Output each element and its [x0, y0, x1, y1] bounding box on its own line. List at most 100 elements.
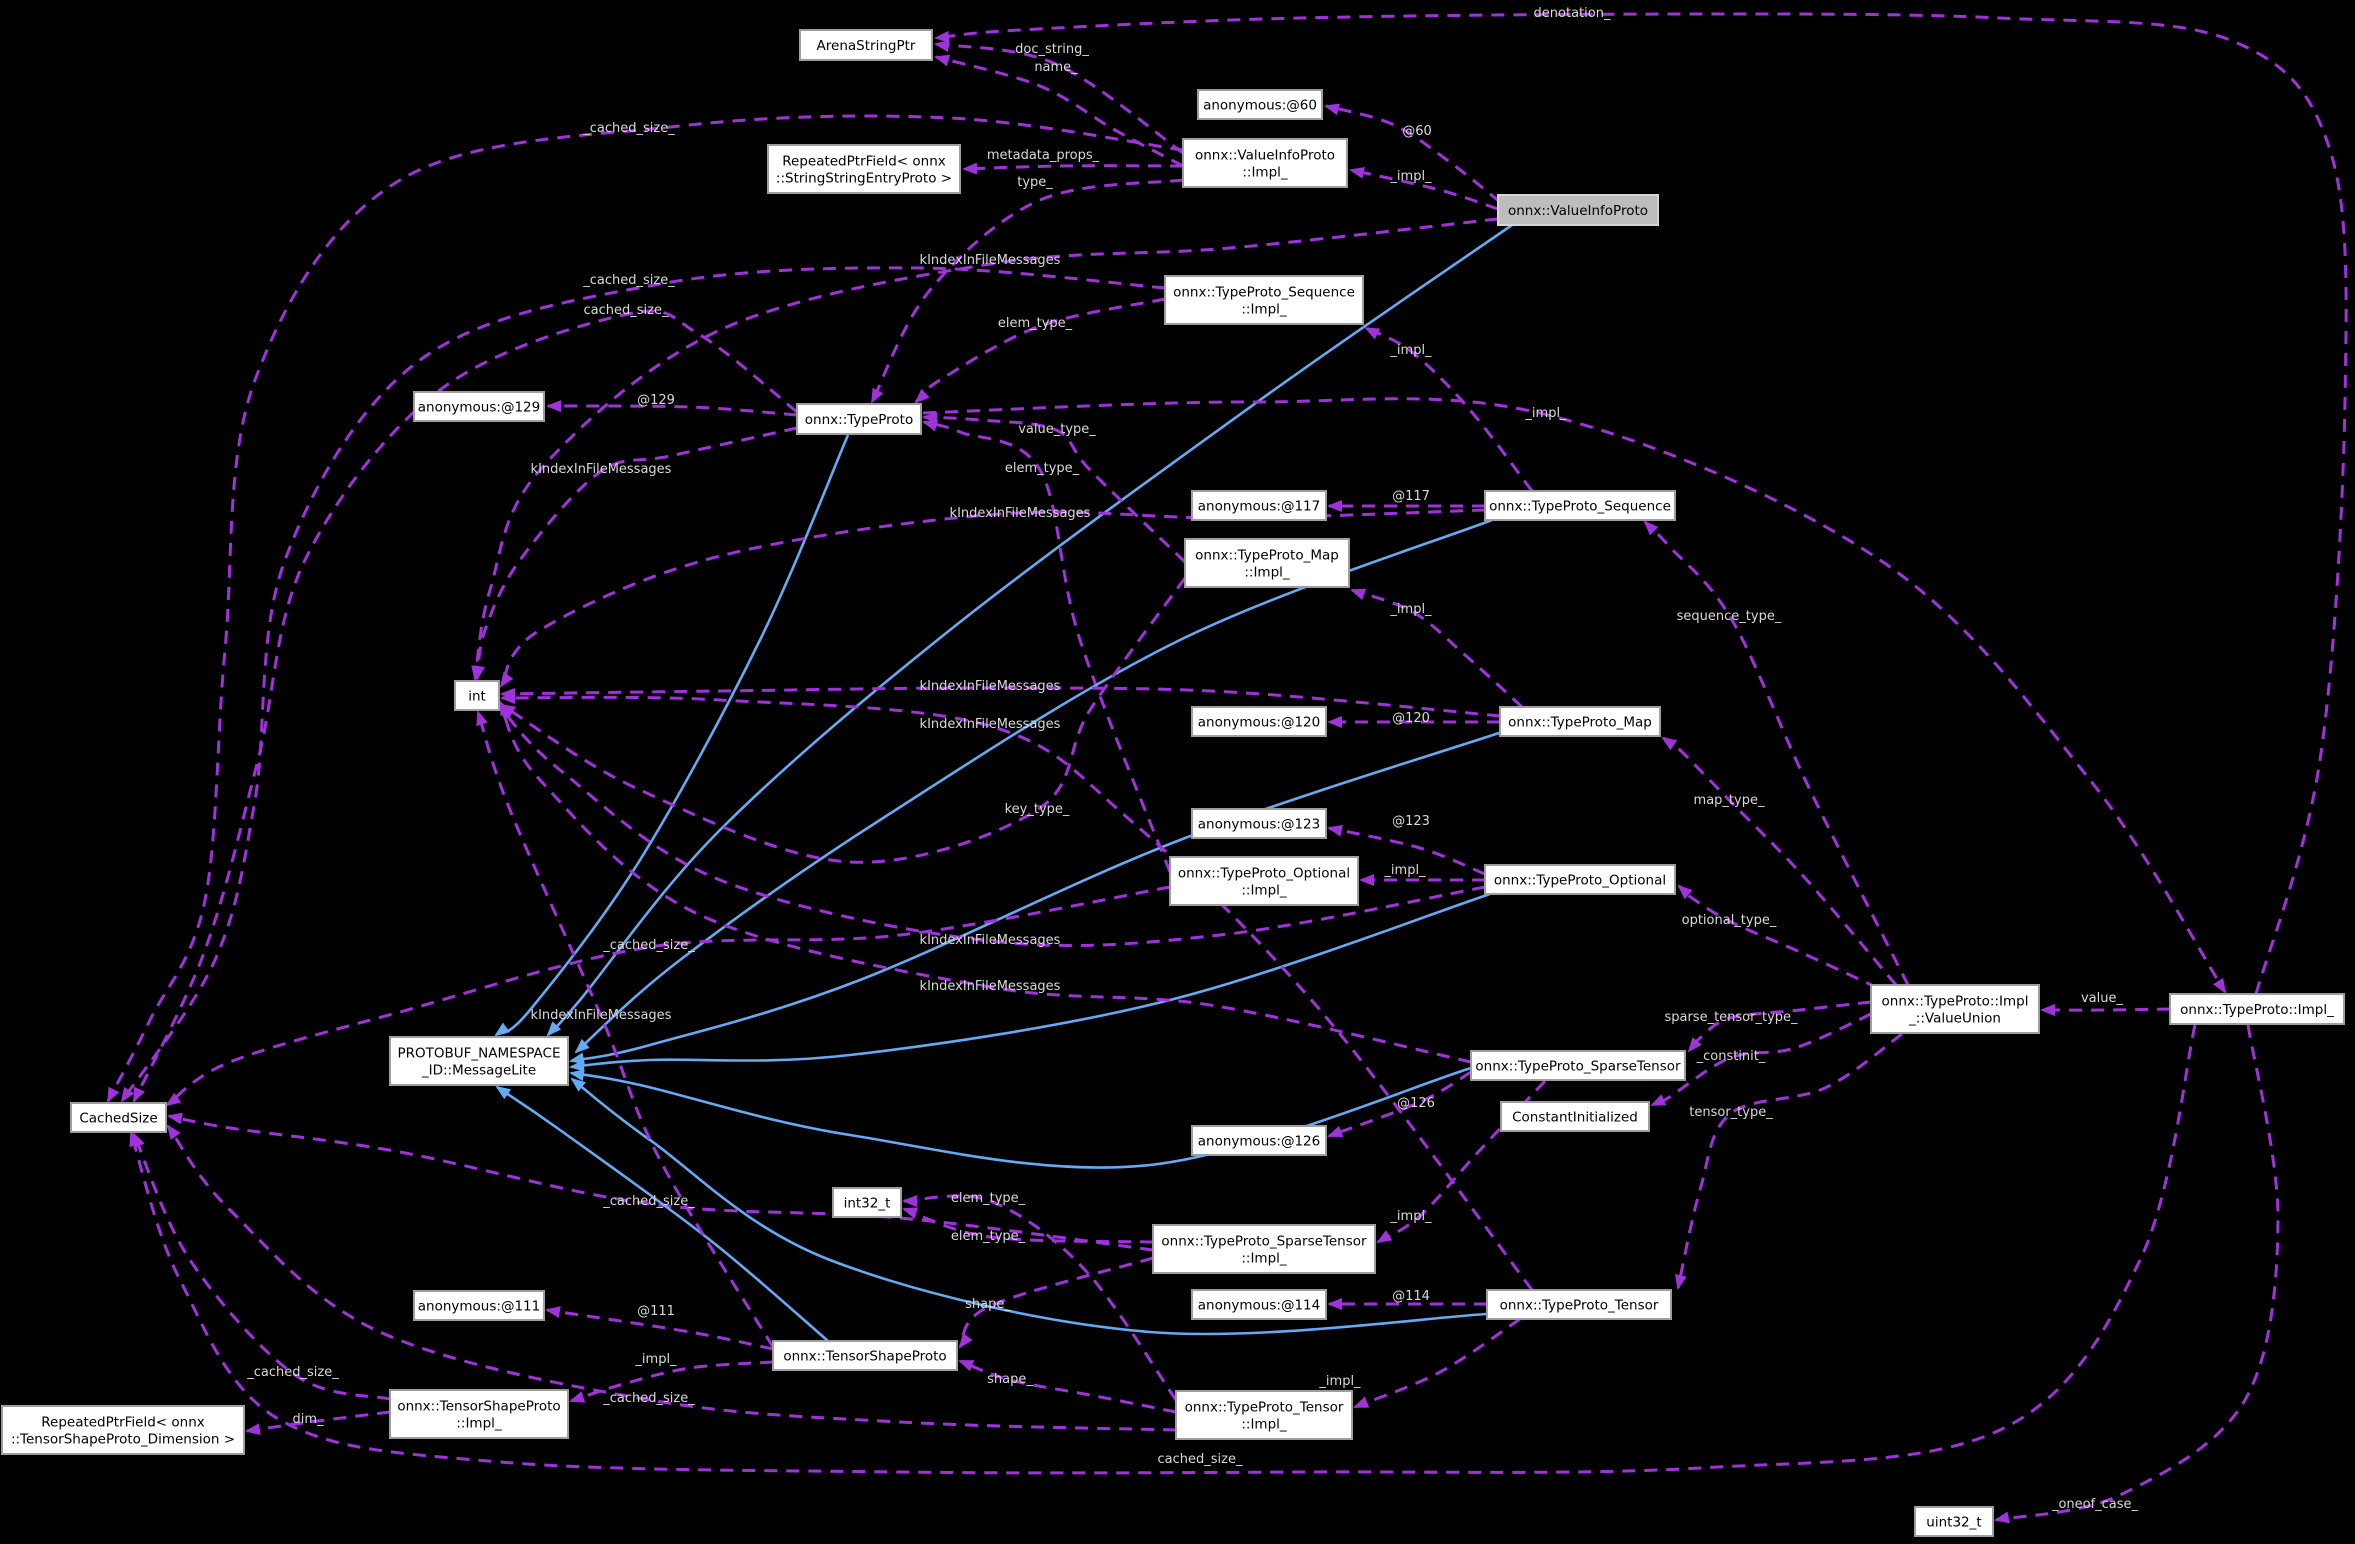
usage-edge-tsp-a111 — [545, 1306, 774, 1351]
node-box[interactable] — [767, 144, 961, 194]
node-box[interactable] — [772, 1340, 958, 1371]
usage-edge-spt_impl-i32 — [902, 1207, 1154, 1244]
usage-edge-typeproto-int — [473, 426, 798, 681]
node-box[interactable] — [1191, 490, 1327, 521]
usage-edge-tensor_impl-cs — [166, 1124, 1177, 1432]
edge-label: metadata_props_ — [987, 148, 1100, 163]
node-box[interactable] — [1191, 1125, 1327, 1156]
graph-node-opt_impl[interactable]: onnx::TypeProto_Optional::Impl_ — [1169, 856, 1359, 906]
node-box[interactable] — [1191, 1289, 1327, 1320]
graph-node-a129[interactable]: anonymous:@129 — [413, 391, 545, 422]
graph-node-i32[interactable]: int32_t — [832, 1187, 902, 1218]
node-box[interactable] — [1914, 1506, 1994, 1537]
edge-label: value_type_ — [1018, 422, 1096, 437]
graph-node-vu[interactable]: onnx::TypeProto::Impl_::ValueUnion — [1870, 984, 2040, 1034]
node-box[interactable] — [1182, 138, 1348, 188]
node-label: onnx::ValueInfoProto::Impl_ — [1195, 148, 1335, 181]
node-box[interactable] — [799, 29, 933, 61]
graph-node-opt[interactable]: onnx::TypeProto_Optional — [1484, 864, 1676, 895]
usage-edge-seq_impl-cs — [120, 266, 1166, 1103]
graph-node-a126[interactable]: anonymous:@126 — [1191, 1125, 1327, 1156]
graph-node-rpf_sse[interactable]: RepeatedPtrField< onnx::StringStringEntr… — [767, 144, 961, 194]
node-box[interactable] — [413, 1290, 545, 1321]
graph-node-int[interactable]: int — [454, 680, 500, 711]
graph-node-arena[interactable]: ArenaStringPtr — [799, 29, 933, 61]
graph-node-a114[interactable]: anonymous:@114 — [1191, 1289, 1327, 1320]
node-box[interactable] — [389, 1389, 569, 1439]
graph-node-a117[interactable]: anonymous:@117 — [1191, 490, 1327, 521]
graph-node-seq[interactable]: onnx::TypeProto_Sequence — [1484, 490, 1676, 521]
node-label: onnx::TypeProto_Map::Impl_ — [1195, 548, 1339, 581]
edge-label: _cached_size_ — [602, 938, 695, 953]
node-box[interactable] — [1, 1405, 245, 1455]
graph-node-u32[interactable]: uint32_t — [1914, 1506, 1994, 1537]
node-box[interactable] — [1499, 706, 1661, 737]
graph-node-spt_impl[interactable]: onnx::TypeProto_SparseTensor::Impl_ — [1152, 1224, 1376, 1274]
nodes-layer: ArenaStringPtranonymous:@60onnx::ValueIn… — [1, 29, 2345, 1537]
graph-node-tsp[interactable]: onnx::TensorShapeProto — [772, 1340, 958, 1371]
node-label: ArenaStringPtr — [817, 38, 916, 54]
inheritance-edge-spt-ml — [569, 1066, 1472, 1169]
node-box[interactable] — [2169, 993, 2345, 1025]
graph-node-ci[interactable]: ConstantInitialized — [1500, 1101, 1650, 1132]
usage-edge-seq-seq_impl — [1364, 326, 1534, 492]
graph-node-vip_impl[interactable]: onnx::ValueInfoProto::Impl_ — [1182, 138, 1348, 188]
node-box[interactable] — [1191, 706, 1327, 737]
node-box[interactable] — [796, 403, 922, 435]
edge-label: doc_string_ — [1015, 42, 1089, 57]
node-box[interactable] — [1484, 490, 1676, 521]
graph-node-rpf_dim[interactable]: RepeatedPtrField< onnx::TensorShapeProto… — [1, 1405, 245, 1455]
node-label: anonymous:@120 — [1198, 715, 1320, 731]
graph-node-map[interactable]: onnx::TypeProto_Map — [1499, 706, 1661, 737]
node-box[interactable] — [389, 1036, 569, 1086]
graph-node-typeproto[interactable]: onnx::TypeProto — [796, 403, 922, 435]
usage-edge-tsp_impl-cs — [132, 1132, 391, 1401]
graph-node-tensor[interactable]: onnx::TypeProto_Tensor — [1486, 1289, 1672, 1320]
node-box[interactable] — [454, 680, 500, 711]
graph-node-vip[interactable]: onnx::ValueInfoProto — [1497, 194, 1659, 226]
graph-node-a123[interactable]: anonymous:@123 — [1191, 808, 1327, 839]
node-box[interactable] — [1500, 1101, 1650, 1132]
graph-node-seq_impl[interactable]: onnx::TypeProto_Sequence::Impl_ — [1164, 275, 1364, 325]
usage-edge-tp_impl-u32 — [1994, 1024, 2280, 1524]
node-box[interactable] — [1184, 538, 1350, 588]
graph-node-a111[interactable]: anonymous:@111 — [413, 1290, 545, 1321]
graph-node-cs[interactable]: CachedSize — [70, 1102, 167, 1133]
edge-label: elem_type_ — [951, 1191, 1026, 1206]
node-box[interactable] — [1470, 1050, 1686, 1081]
usage-edge-vip_impl-typeproto — [870, 178, 1184, 404]
graph-node-a60[interactable]: anonymous:@60 — [1197, 89, 1323, 120]
node-box-highlighted[interactable] — [1497, 194, 1659, 226]
node-box[interactable] — [413, 391, 545, 422]
node-box[interactable] — [1152, 1224, 1376, 1274]
graph-node-tsp_impl[interactable]: onnx::TensorShapeProto::Impl_ — [389, 1389, 569, 1439]
node-box[interactable] — [1175, 1390, 1353, 1440]
node-box[interactable] — [1169, 856, 1359, 906]
node-box[interactable] — [1191, 808, 1327, 839]
node-box[interactable] — [1164, 275, 1364, 325]
node-box[interactable] — [1484, 864, 1676, 895]
graph-node-ml[interactable]: PROTOBUF_NAMESPACE_ID::MessageLite — [389, 1036, 569, 1086]
node-box[interactable] — [1870, 984, 2040, 1034]
graph-node-tensor_impl[interactable]: onnx::TypeProto_Tensor::Impl_ — [1175, 1390, 1353, 1440]
usage-edge-tsp-int — [476, 710, 775, 1348]
edge-label: kIndexInFileMessages — [531, 462, 672, 477]
graph-node-tp_impl[interactable]: onnx::TypeProto::Impl_ — [2169, 993, 2345, 1025]
edge-label: elem_type_ — [998, 316, 1073, 331]
graph-node-a120[interactable]: anonymous:@120 — [1191, 706, 1327, 737]
edge-label: @111 — [637, 1304, 675, 1319]
usage-edge-spt-a126 — [1327, 1070, 1472, 1138]
node-box[interactable] — [1197, 89, 1323, 120]
graph-node-spt[interactable]: onnx::TypeProto_SparseTensor — [1470, 1050, 1686, 1081]
node-box[interactable] — [70, 1102, 167, 1133]
node-label: onnx::TypeProto_SparseTensor — [1475, 1059, 1681, 1075]
graph-node-map_impl[interactable]: onnx::TypeProto_Map::Impl_ — [1184, 538, 1350, 588]
usage-edge-vu-map — [1661, 736, 1898, 986]
usage-edge-vip-vip_impl — [1349, 166, 1499, 211]
node-label: onnx::TypeProto_Tensor::Impl_ — [1185, 1400, 1344, 1433]
node-box[interactable] — [832, 1187, 902, 1218]
node-box[interactable] — [1486, 1289, 1672, 1320]
node-label: onnx::TypeProto_Optional — [1494, 873, 1666, 889]
node-label: ConstantInitialized — [1512, 1110, 1638, 1126]
